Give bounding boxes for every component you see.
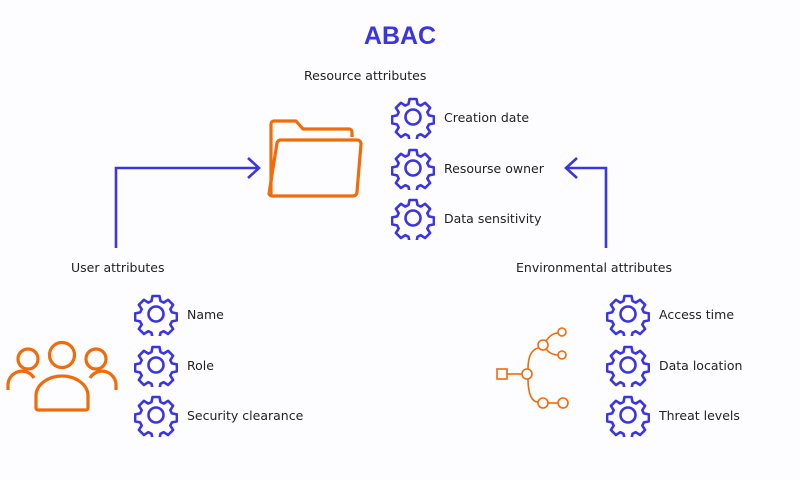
gear-icon [606,393,650,437]
gear-icon [134,393,178,437]
gear-icon [606,292,650,336]
attribute-label: Name [187,306,224,322]
gear-icon [391,95,435,139]
gear-icon [606,343,650,387]
resource-attribute-item: Resourse owner [391,145,544,191]
attribute-label: Creation date [444,109,530,125]
diagram-title: ABAC [363,22,437,50]
resource-attribute-item: Data sensitivity [391,195,541,241]
environmental-attributes-heading: Environmental attributes [516,260,672,275]
attribute-label: Data location [659,357,743,373]
environment-to-resource-arrow [564,157,608,248]
user-attribute-item: Name [134,291,224,337]
resource-attribute-item: Creation date [391,94,529,140]
attribute-label: Role [187,357,214,373]
resource-attributes-heading: Resource attributes [304,68,427,83]
users-group-icon [6,340,118,412]
tree-network-icon [496,327,569,409]
user-attribute-item: Security clearance [134,392,303,438]
gear-icon [391,146,435,190]
gear-icon [391,196,435,240]
user-to-resource-arrow [114,157,261,248]
user-attribute-item: Role [134,342,214,388]
gear-icon [134,292,178,336]
attribute-label: Resourse owner [444,160,544,176]
attribute-label: Security clearance [187,407,304,423]
attribute-label: Threat levels [659,407,740,423]
user-attributes-heading: User attributes [71,260,165,275]
folder-icon [267,119,363,198]
attribute-label: Access time [659,306,735,322]
environment-attribute-item: Threat levels [606,392,740,438]
gear-icon [134,343,178,387]
environment-attribute-item: Data location [606,342,742,388]
environment-attribute-item: Access time [606,291,734,337]
attribute-label: Data sensitivity [444,210,542,226]
